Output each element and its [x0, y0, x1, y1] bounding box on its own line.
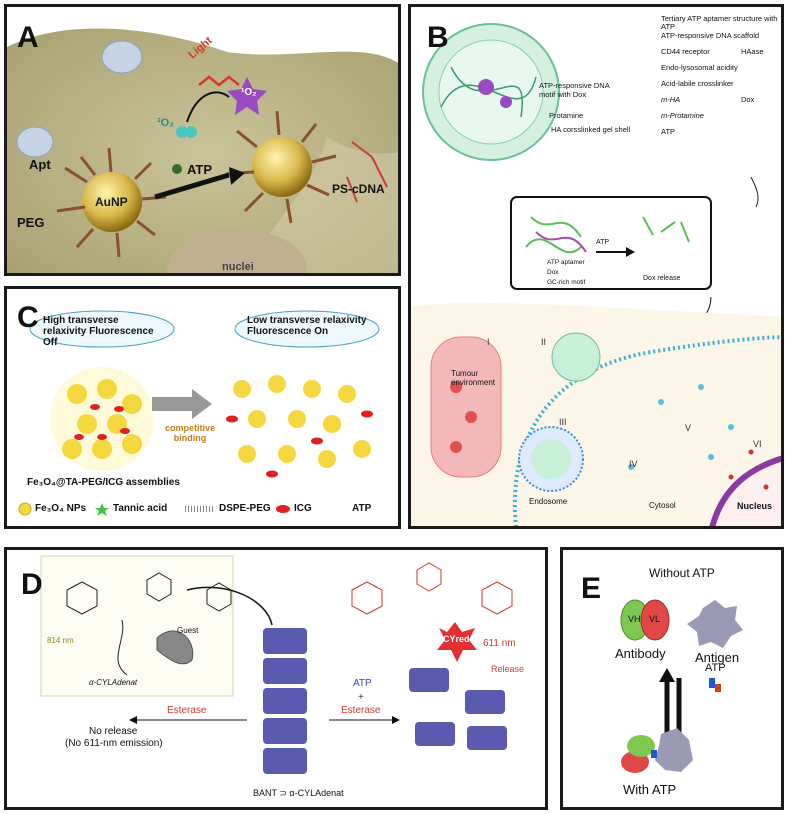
bant-label: BANT ⊃ α-CYLAdenat: [253, 788, 344, 798]
callout-gel-shell: HA corsslinked gel shell: [551, 125, 631, 134]
without-atp-label: Without ATP: [649, 566, 715, 580]
step-iii: III: [559, 417, 567, 427]
competitive-binding-label: competitive binding: [164, 423, 215, 443]
cy-red-burst: [437, 622, 477, 662]
legend-item: Acid-labile crosslinker: [661, 79, 734, 88]
inset-dox: Dox: [547, 269, 559, 276]
guest-label: Guest: [177, 626, 199, 635]
step-vi: VI: [753, 439, 762, 449]
endosome-label: Endosome: [529, 497, 568, 506]
panel-e: E Without ATP VH VL Antibody Antigen ATP…: [560, 547, 784, 810]
aunp-probe-2: [225, 110, 337, 224]
vh-label: VH: [628, 614, 641, 624]
legend-item: ATP-responsive DNA scaffold: [661, 31, 760, 40]
inset-aptamer: ATP aptamer: [547, 259, 585, 266]
nm-611-label: 611 nm: [483, 638, 516, 649]
legend-item: HAase: [741, 47, 764, 56]
panel-a-illustration: [7, 28, 398, 273]
legend-item: m-HA: [661, 95, 681, 104]
inset-dox-release: Dox release: [643, 275, 681, 282]
panel-label-c: C: [17, 301, 39, 334]
nuclei-shape: [167, 229, 307, 273]
antigen-label: Antigen: [695, 650, 740, 665]
inset-gc-motif: GC-rich motif: [547, 279, 586, 286]
esterase-right-label: Esterase: [341, 705, 381, 716]
legend-atp: ATP: [352, 503, 372, 514]
e-atp-label: ATP: [705, 662, 726, 674]
no-release-label: No release: [89, 726, 138, 737]
legend-item: Dox: [741, 95, 755, 104]
panel-b: B Tertiary ATP aptamer structure with AT…: [408, 4, 784, 529]
legend-item: ATP: [661, 127, 676, 136]
step-iv: IV: [629, 459, 638, 469]
panel-c: C High transverse relaxivity Fluorescenc…: [4, 286, 401, 529]
esterase-left-label: Esterase: [167, 705, 207, 716]
panel-label-e: E: [581, 572, 602, 605]
panel-label-b: B: [427, 21, 449, 54]
step-ii: II: [541, 337, 547, 347]
step-v: V: [685, 423, 692, 433]
disassembled-particles: [226, 375, 373, 478]
dox-release-inset: [510, 196, 712, 290]
peg-label: PEG: [17, 215, 45, 230]
cy-red-label: CYred: [443, 634, 470, 644]
light-wave-icon: [198, 75, 240, 87]
legend-fe3o4: Fe₃O₄ NPs: [35, 503, 87, 514]
release-label: Release: [491, 664, 525, 674]
reaction-arrow: [152, 389, 212, 419]
panel-b-legend: Tertiary ATP aptamer structure with ATP …: [643, 14, 781, 143]
callout-dox-motif: ATP-responsive DNA motif with Dox: [539, 81, 610, 99]
panel-label-d: D: [21, 568, 43, 601]
singlet-oxygen-label: ¹O₂: [241, 87, 257, 98]
right-cloud-text: Low transverse relaxivity Fluorescence O…: [247, 315, 367, 337]
ps-cdna-label: PS-cDNA: [332, 182, 385, 196]
legend-item: Tertiary ATP aptamer structure with ATP: [661, 14, 778, 31]
aunp-probe: [56, 147, 167, 258]
vl-domain: [640, 599, 670, 641]
tumour-environment-label: Tumour environment: [451, 369, 496, 387]
d-plus-label: +: [358, 692, 364, 703]
legend-item: CD44 receptor: [661, 47, 710, 56]
legend-tannic-acid: Tannic acid: [113, 503, 168, 514]
legend-item: m-Protamine: [661, 111, 704, 120]
nucleus-label: Nucleus: [737, 501, 773, 511]
inset-atp: ATP: [596, 239, 610, 246]
panel-a: A Light ¹O₂ ³O₂ Apt PEG AuNP ATP PS-cDNA…: [4, 4, 401, 276]
blood-vessel: [430, 336, 502, 478]
vl-label: VL: [649, 614, 661, 624]
antibody-label: Antibody: [615, 646, 666, 661]
nuclei-label: nuclei: [222, 261, 254, 273]
step-i: I: [487, 337, 490, 347]
assembly-label: Fe₃O₄@TA-PEG/ICG assemblies: [27, 477, 180, 488]
singlet-oxygen-star: [227, 77, 267, 115]
no-emission-label: (No 611-nm emission): [65, 738, 163, 749]
apt-label: Apt: [29, 157, 51, 172]
panel-d-illustration: [40, 555, 513, 774]
legend-item: Endo-lysosomal acidity: [661, 63, 738, 72]
aunp-label: AuNP: [95, 195, 128, 209]
d-atp-label: ATP: [353, 678, 372, 689]
antigen-shape: [687, 600, 743, 648]
with-atp-label: With ATP: [623, 782, 677, 797]
legend-dspe-peg: DSPE-PEG: [219, 503, 271, 514]
panel-d: D 814 nm Guest α-CYLAdenat Esterase No r…: [4, 547, 548, 810]
legend-icg: ICG: [294, 503, 312, 514]
panel-b-illustration: [411, 23, 781, 526]
panel-c-illustration: [18, 310, 380, 516]
triplet-oxygen-label: ³O₂: [157, 117, 175, 129]
nanotube-stack: [263, 628, 307, 774]
left-cloud-text: High transverse relaxivity Fluorescence …: [43, 315, 154, 348]
cytosol-label: Cytosol: [649, 501, 676, 510]
fe3o4-assembly: [50, 367, 154, 471]
alpha-cyla-label: α-CYLAdenat: [89, 678, 138, 687]
panel-e-illustration: [620, 599, 743, 773]
panel-label-a: A: [17, 21, 39, 54]
nucleus-shape: [709, 455, 781, 526]
nm-814-label: 814 nm: [47, 636, 74, 645]
atp-label: ATP: [187, 162, 213, 177]
callout-protamine: Protamine: [549, 111, 584, 120]
